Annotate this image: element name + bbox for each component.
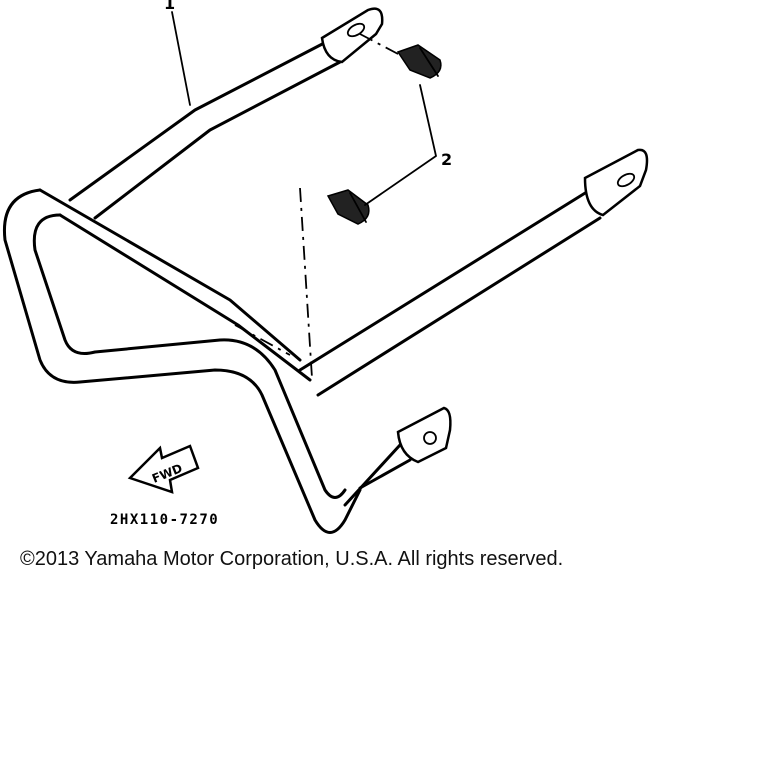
fwd-arrow-icon: FWD (127, 444, 200, 494)
centerline-right (234, 324, 291, 356)
front-hoop (2, 188, 362, 534)
bolt-upper (396, 44, 442, 79)
top-mount-plate (320, 7, 384, 64)
lower-mount-plate (343, 406, 452, 507)
right-tube (298, 188, 602, 397)
part-code: 2HX110-7270 (110, 512, 220, 528)
copyright-notice: ©2013 Yamaha Motor Corporation, U.S.A. A… (20, 548, 564, 570)
centerline-upper (359, 33, 401, 56)
upper-tube (68, 38, 342, 220)
centerline-lower (299, 187, 313, 379)
leader-1 (171, 11, 191, 106)
callout-1: 1 (164, 0, 176, 13)
bolt-lower (326, 189, 370, 225)
right-mount-plate (583, 148, 649, 217)
callout-2: 2 (441, 150, 453, 169)
leader-2 (364, 84, 437, 206)
